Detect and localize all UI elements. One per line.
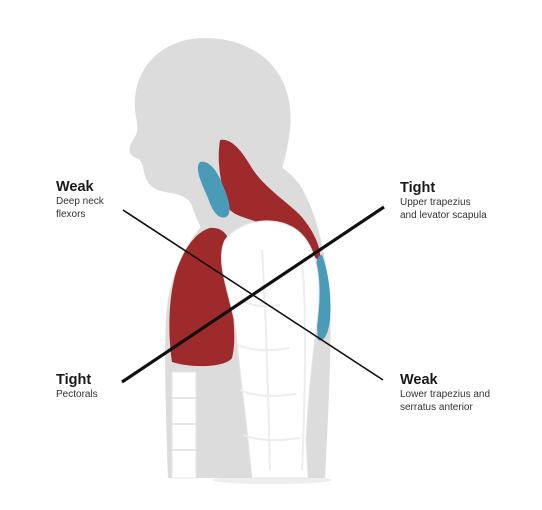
label-title: Tight	[400, 180, 436, 196]
tight-cross-line	[121, 205, 385, 384]
lower-trapezius-muscle	[316, 255, 331, 341]
label-description: Pectorals	[56, 389, 98, 400]
label-description: Upper trapezius and levator scapula	[400, 197, 487, 221]
label-tight-upper-trapezius: Tight Upper trapezius and levator scapul…	[400, 180, 487, 222]
deep-neck-flexors-muscle	[197, 161, 230, 218]
label-description: Deep neck flexors	[56, 196, 104, 220]
label-title: Weak	[56, 179, 94, 195]
label-weak-lower-trapezius: Weak Lower trapezius and serratus anteri…	[400, 372, 490, 414]
sternum-column	[171, 371, 197, 479]
label-weak-neck-flexors: Weak Deep neck flexors	[56, 179, 104, 221]
label-tight-pectorals: Tight Pectorals	[56, 372, 98, 402]
rib-cage	[237, 249, 306, 471]
pectorals-muscle	[169, 227, 235, 367]
label-title: Tight	[56, 372, 92, 388]
label-description: Lower trapezius and serratus anterior	[400, 389, 491, 413]
label-title: Weak	[400, 372, 438, 388]
